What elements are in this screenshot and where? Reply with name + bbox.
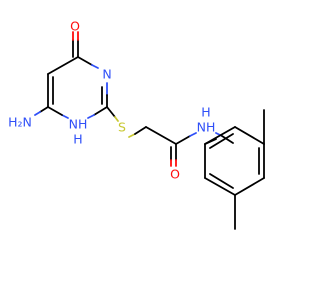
thioether-linker	[106, 106, 177, 145]
bond-c2-s-yellow	[114, 116, 119, 122]
bond-nh-aryl	[221, 135, 234, 144]
atom-o-ring: O	[70, 19, 80, 34]
bond-c6-nh2	[39, 106, 49, 113]
bond-s-ch2-yellow	[128, 133, 136, 138]
atom-h-ring: H	[73, 132, 82, 147]
atom-o-amide: O	[170, 167, 180, 182]
atom-labels: O N NH H H₂N S O NH H	[8, 19, 215, 182]
bond-n1-c6	[47, 106, 63, 116]
bond-ar-double-3	[209, 173, 234, 189]
bond-nh-ring	[204, 138, 217, 145]
bond-ar-5	[204, 177, 236, 196]
bond-s-ch2	[134, 126, 147, 135]
atom-s: S	[118, 120, 126, 135]
bond-c2-n1-blue	[87, 114, 95, 119]
bond-c4-n3-blue	[91, 64, 99, 69]
bond-ar-2	[234, 126, 265, 145]
atom-nh2: H₂N	[8, 115, 32, 130]
bond-c5-c4	[47, 56, 79, 75]
atom-h-amide: H	[201, 105, 210, 120]
pyrimidine-ring	[34, 31, 108, 119]
bond-c-nh	[175, 135, 191, 145]
bond-c-nh-blue	[189, 132, 197, 137]
bond-c2-n1	[93, 106, 108, 116]
atom-nh-ring: NH	[69, 117, 88, 132]
bond-ar-4	[234, 177, 265, 196]
amide-group	[170, 132, 234, 167]
bond-c2-s	[106, 106, 116, 118]
bond-c6-nh2-blue	[34, 111, 41, 116]
atom-nh-amide: NH	[197, 120, 216, 135]
atom-n-ring-top: N	[102, 67, 111, 82]
bond-c4-n3	[77, 56, 93, 66]
molecule-structure: O N NH H H₂N S O NH H	[8, 19, 265, 230]
bond-ar-double-1	[209, 133, 234, 149]
bond-ch2-co	[145, 126, 177, 145]
bond-n1-c6-blue	[61, 114, 69, 119]
